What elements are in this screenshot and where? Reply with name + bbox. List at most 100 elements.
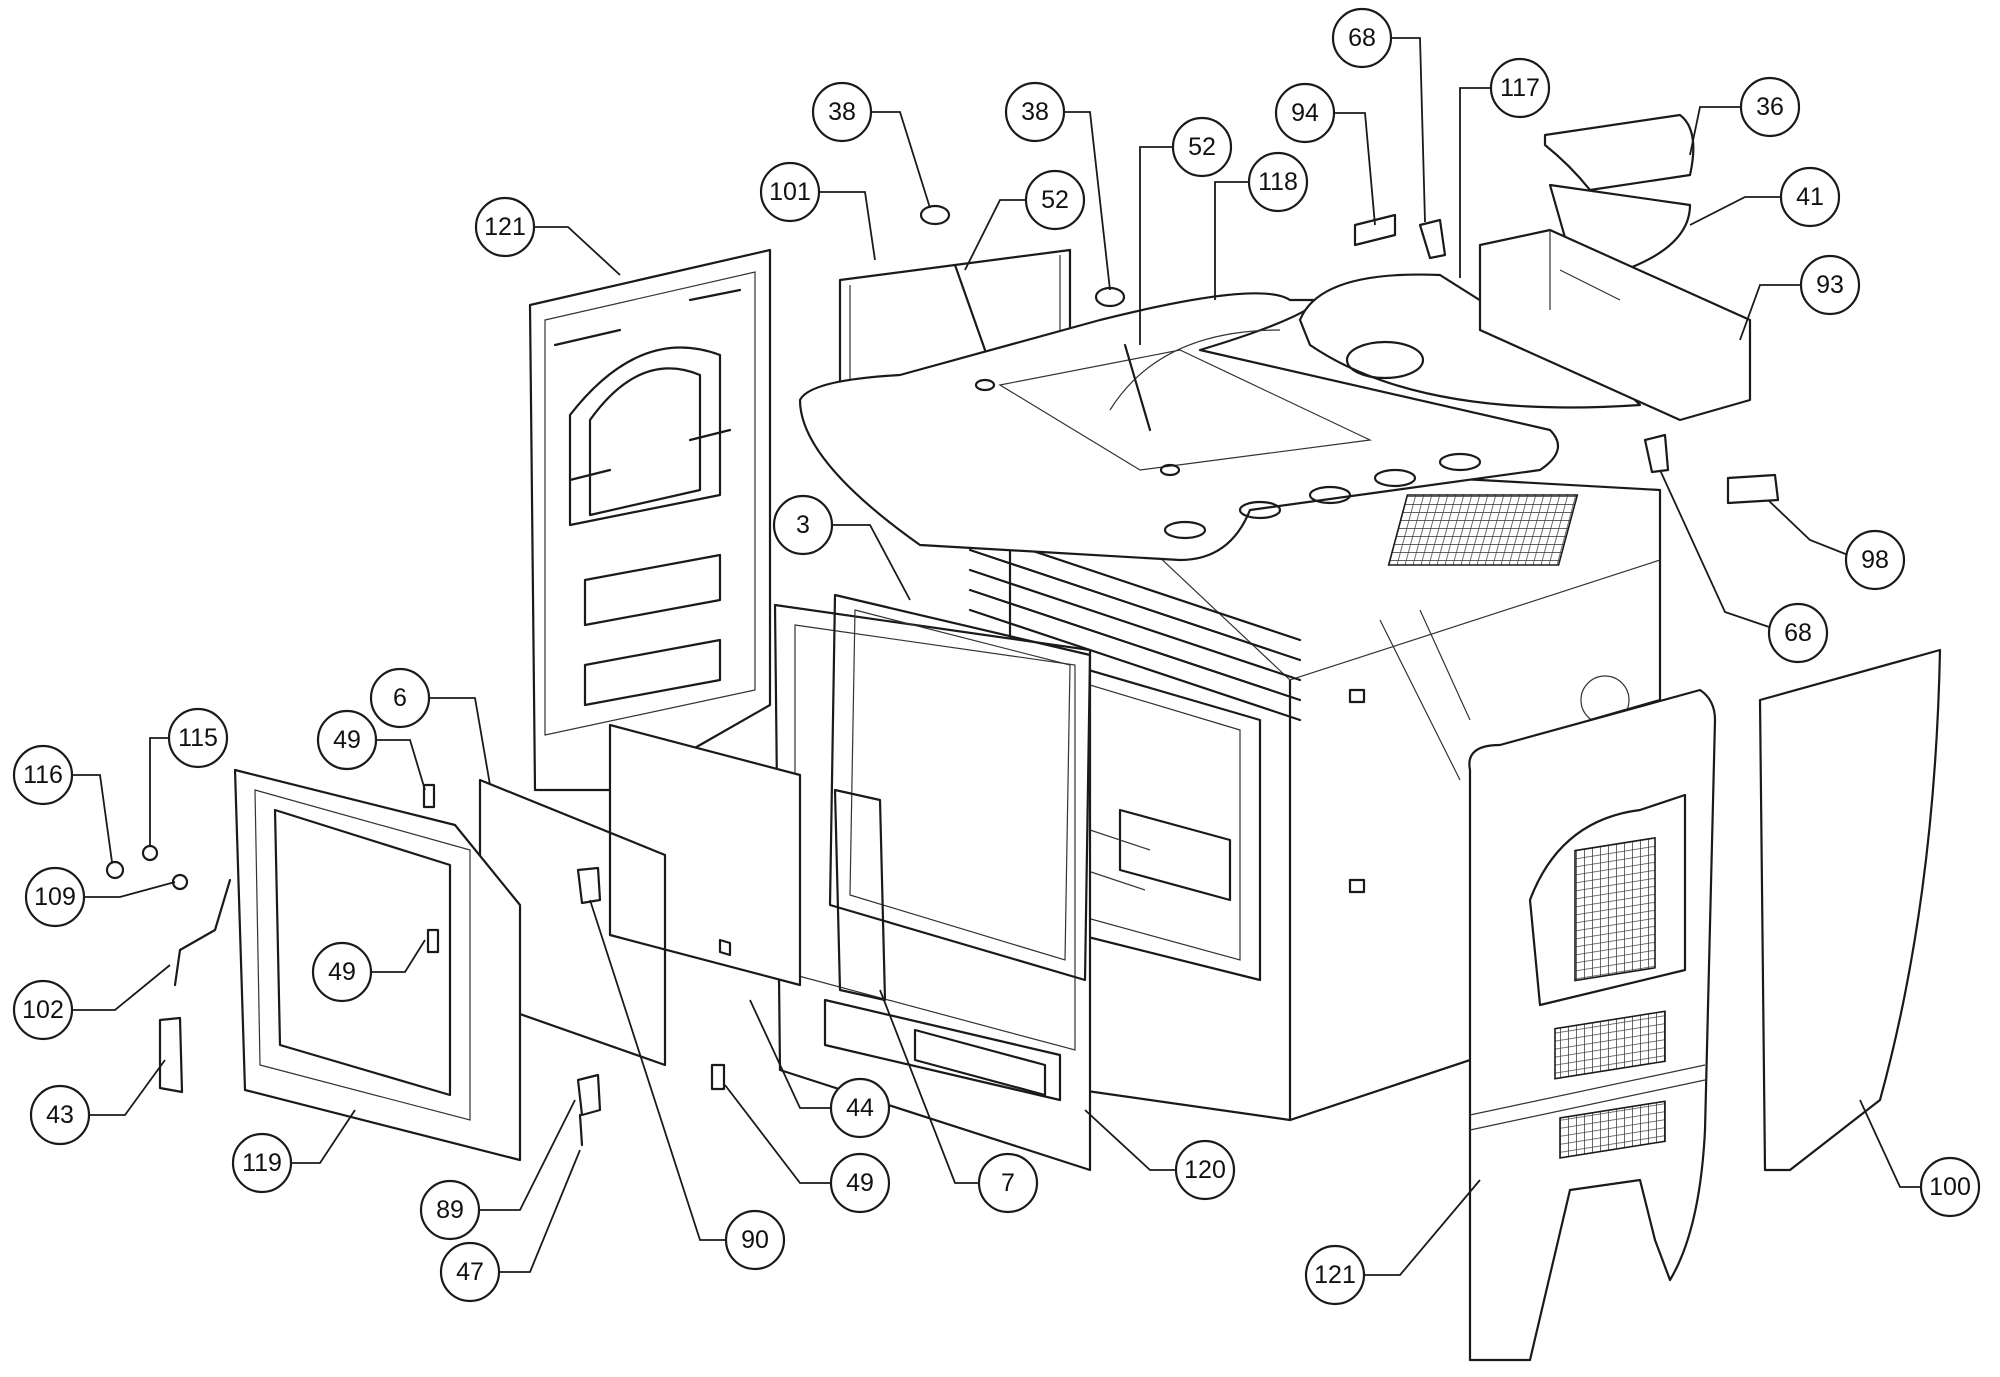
leader-line xyxy=(1363,1179,1481,1276)
callout-7: 7 xyxy=(879,989,1039,1214)
callout-label: 119 xyxy=(242,1149,282,1177)
callout-120: 120 xyxy=(1084,1109,1236,1201)
callout-circle xyxy=(24,866,86,928)
leader-line xyxy=(964,199,1030,271)
leader-line xyxy=(589,899,727,1241)
callout-49c: 49 xyxy=(724,1084,891,1214)
callout-label: 98 xyxy=(1861,546,1889,574)
callout-circle xyxy=(419,1179,481,1241)
heat-exchanger-fins xyxy=(968,528,1302,722)
callout-117: 117 xyxy=(1459,57,1551,278)
leader-line xyxy=(1084,1109,1178,1171)
callout-38a: 38 xyxy=(811,81,931,209)
callout-circle xyxy=(811,81,873,143)
leader-line xyxy=(498,1149,581,1273)
callout-label: 68 xyxy=(1784,619,1812,647)
callout-49a: 49 xyxy=(316,709,426,791)
callout-label: 109 xyxy=(34,883,76,911)
callout-109: 109 xyxy=(24,866,176,928)
callout-circle xyxy=(1171,116,1233,178)
pin-47 xyxy=(578,1113,584,1147)
right-side-panel xyxy=(1468,688,1717,1362)
callout-circle xyxy=(1799,254,1861,316)
leader-line xyxy=(533,226,621,276)
callout-68a: 68 xyxy=(1331,7,1426,223)
leader-line xyxy=(818,191,876,261)
knob-38a xyxy=(919,204,951,226)
leader-line xyxy=(1659,469,1773,629)
callout-49b: 49 xyxy=(311,939,426,1003)
hinge-89 xyxy=(576,1073,602,1117)
callout-circle xyxy=(1779,166,1841,228)
callout-circle xyxy=(167,707,229,769)
callout-label: 47 xyxy=(456,1258,484,1286)
callout-circle xyxy=(724,1209,786,1271)
callout-circle xyxy=(1767,602,1829,664)
callout-93: 93 xyxy=(1739,254,1861,341)
callout-circle xyxy=(12,744,74,806)
callout-115: 115 xyxy=(149,707,229,845)
callout-circle xyxy=(231,1132,293,1194)
leader-line xyxy=(70,964,171,1011)
leader-line xyxy=(749,999,832,1109)
top-plate xyxy=(798,292,1560,562)
callout-label: 38 xyxy=(1021,98,1049,126)
callout-36: 36 xyxy=(1689,76,1801,156)
callout-label: 101 xyxy=(769,178,811,206)
callout-52a: 52 xyxy=(964,169,1086,271)
callout-circle xyxy=(1004,81,1066,143)
callout-89: 89 xyxy=(419,1099,576,1241)
side-cover-100 xyxy=(1758,648,1942,1172)
callout-label: 52 xyxy=(1188,133,1216,161)
callout-label: 49 xyxy=(333,726,361,754)
hinge-90 xyxy=(576,866,602,905)
washer-109 xyxy=(171,873,189,891)
callout-circle xyxy=(1739,76,1801,138)
callout-label: 49 xyxy=(328,958,356,986)
support-rods xyxy=(953,263,1152,432)
leader-line xyxy=(1062,111,1111,291)
callout-label: 6 xyxy=(393,684,407,712)
callout-label: 41 xyxy=(1796,183,1824,211)
callout-circle xyxy=(1247,151,1309,213)
callout-circle xyxy=(1024,169,1086,231)
callout-circle xyxy=(1331,7,1393,69)
bracket-94 xyxy=(1353,213,1397,247)
bolt-116 xyxy=(105,860,125,880)
leader-line xyxy=(1767,499,1849,556)
callout-94: 94 xyxy=(1274,82,1376,226)
callout-52b: 52 xyxy=(1139,116,1233,345)
leader-line xyxy=(1689,106,1743,156)
callout-label: 68 xyxy=(1348,24,1376,52)
callout-circle xyxy=(369,667,431,729)
leader-line xyxy=(870,111,931,209)
leader-line xyxy=(70,774,113,863)
callout-121b: 121 xyxy=(1304,1179,1481,1306)
callout-label: 90 xyxy=(741,1226,769,1254)
callout-circle xyxy=(29,1084,91,1146)
leader-line xyxy=(83,881,176,898)
callout-circle xyxy=(474,196,536,258)
hopper-lid-36 xyxy=(1543,113,1695,192)
callout-label: 43 xyxy=(46,1101,74,1129)
callout-label: 89 xyxy=(436,1196,464,1224)
leader-line xyxy=(1689,196,1783,226)
leader-line xyxy=(1739,284,1803,341)
leader-line xyxy=(830,524,911,601)
callout-circle xyxy=(759,161,821,223)
plate-43 xyxy=(158,1016,184,1094)
leader-line xyxy=(1859,1099,1922,1188)
callout-119: 119 xyxy=(231,1109,356,1194)
callout-label: 102 xyxy=(22,996,64,1024)
callout-116: 116 xyxy=(12,744,113,863)
callout-circle xyxy=(1489,57,1551,119)
callout-label: 3 xyxy=(796,511,810,539)
callout-118: 118 xyxy=(1214,151,1309,300)
callout-100: 100 xyxy=(1859,1099,1981,1218)
clip-68-right xyxy=(1643,433,1670,474)
door-119 xyxy=(233,768,522,1162)
handle-frame-7 xyxy=(833,788,887,1002)
callout-121a: 121 xyxy=(474,196,621,276)
